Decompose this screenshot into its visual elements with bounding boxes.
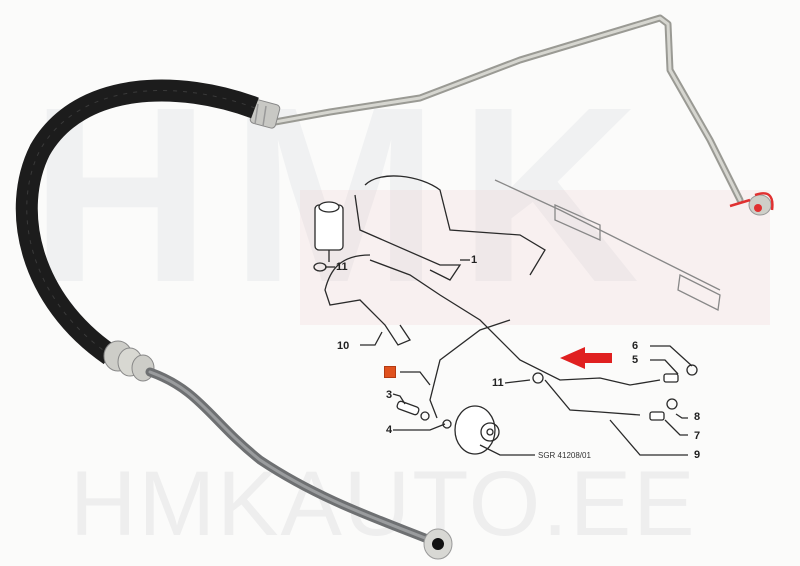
callout-label-10: 10 (337, 340, 350, 352)
callout-label-7: 7 (694, 430, 701, 442)
metal-pipe-upper (271, 14, 744, 204)
callout-label-1: 1 (471, 254, 478, 266)
fluid-reservoir-icon (313, 201, 344, 272)
callout-label-11-reservoir: 11 (336, 261, 348, 273)
diagram-reference-code: SGR 41208/01 (538, 451, 591, 460)
parts-diagram (313, 175, 721, 456)
banjo-fitting-icon (423, 528, 453, 560)
callout-label-8: 8 (694, 411, 701, 423)
hose-fitting-lower (103, 340, 155, 382)
red-pointer-arrow-icon (560, 347, 612, 369)
red-protective-cap-icon (729, 192, 774, 216)
metal-pipe-lower (145, 367, 435, 545)
power-steering-pump-icon (454, 405, 500, 455)
callout-label-9: 9 (694, 449, 701, 461)
rubber-hose (15, 79, 259, 365)
watermark-site-text: HMKAUTO.EE (70, 453, 697, 555)
callout-label-11-pump: 11 (492, 377, 504, 389)
callout-label-4: 4 (386, 424, 393, 436)
watermark-red-band (300, 190, 770, 325)
callout-label-3: 3 (386, 389, 393, 401)
highlighted-part-label (384, 366, 396, 378)
callout-label-6: 6 (632, 340, 639, 352)
callout-label-5: 5 (632, 354, 639, 366)
